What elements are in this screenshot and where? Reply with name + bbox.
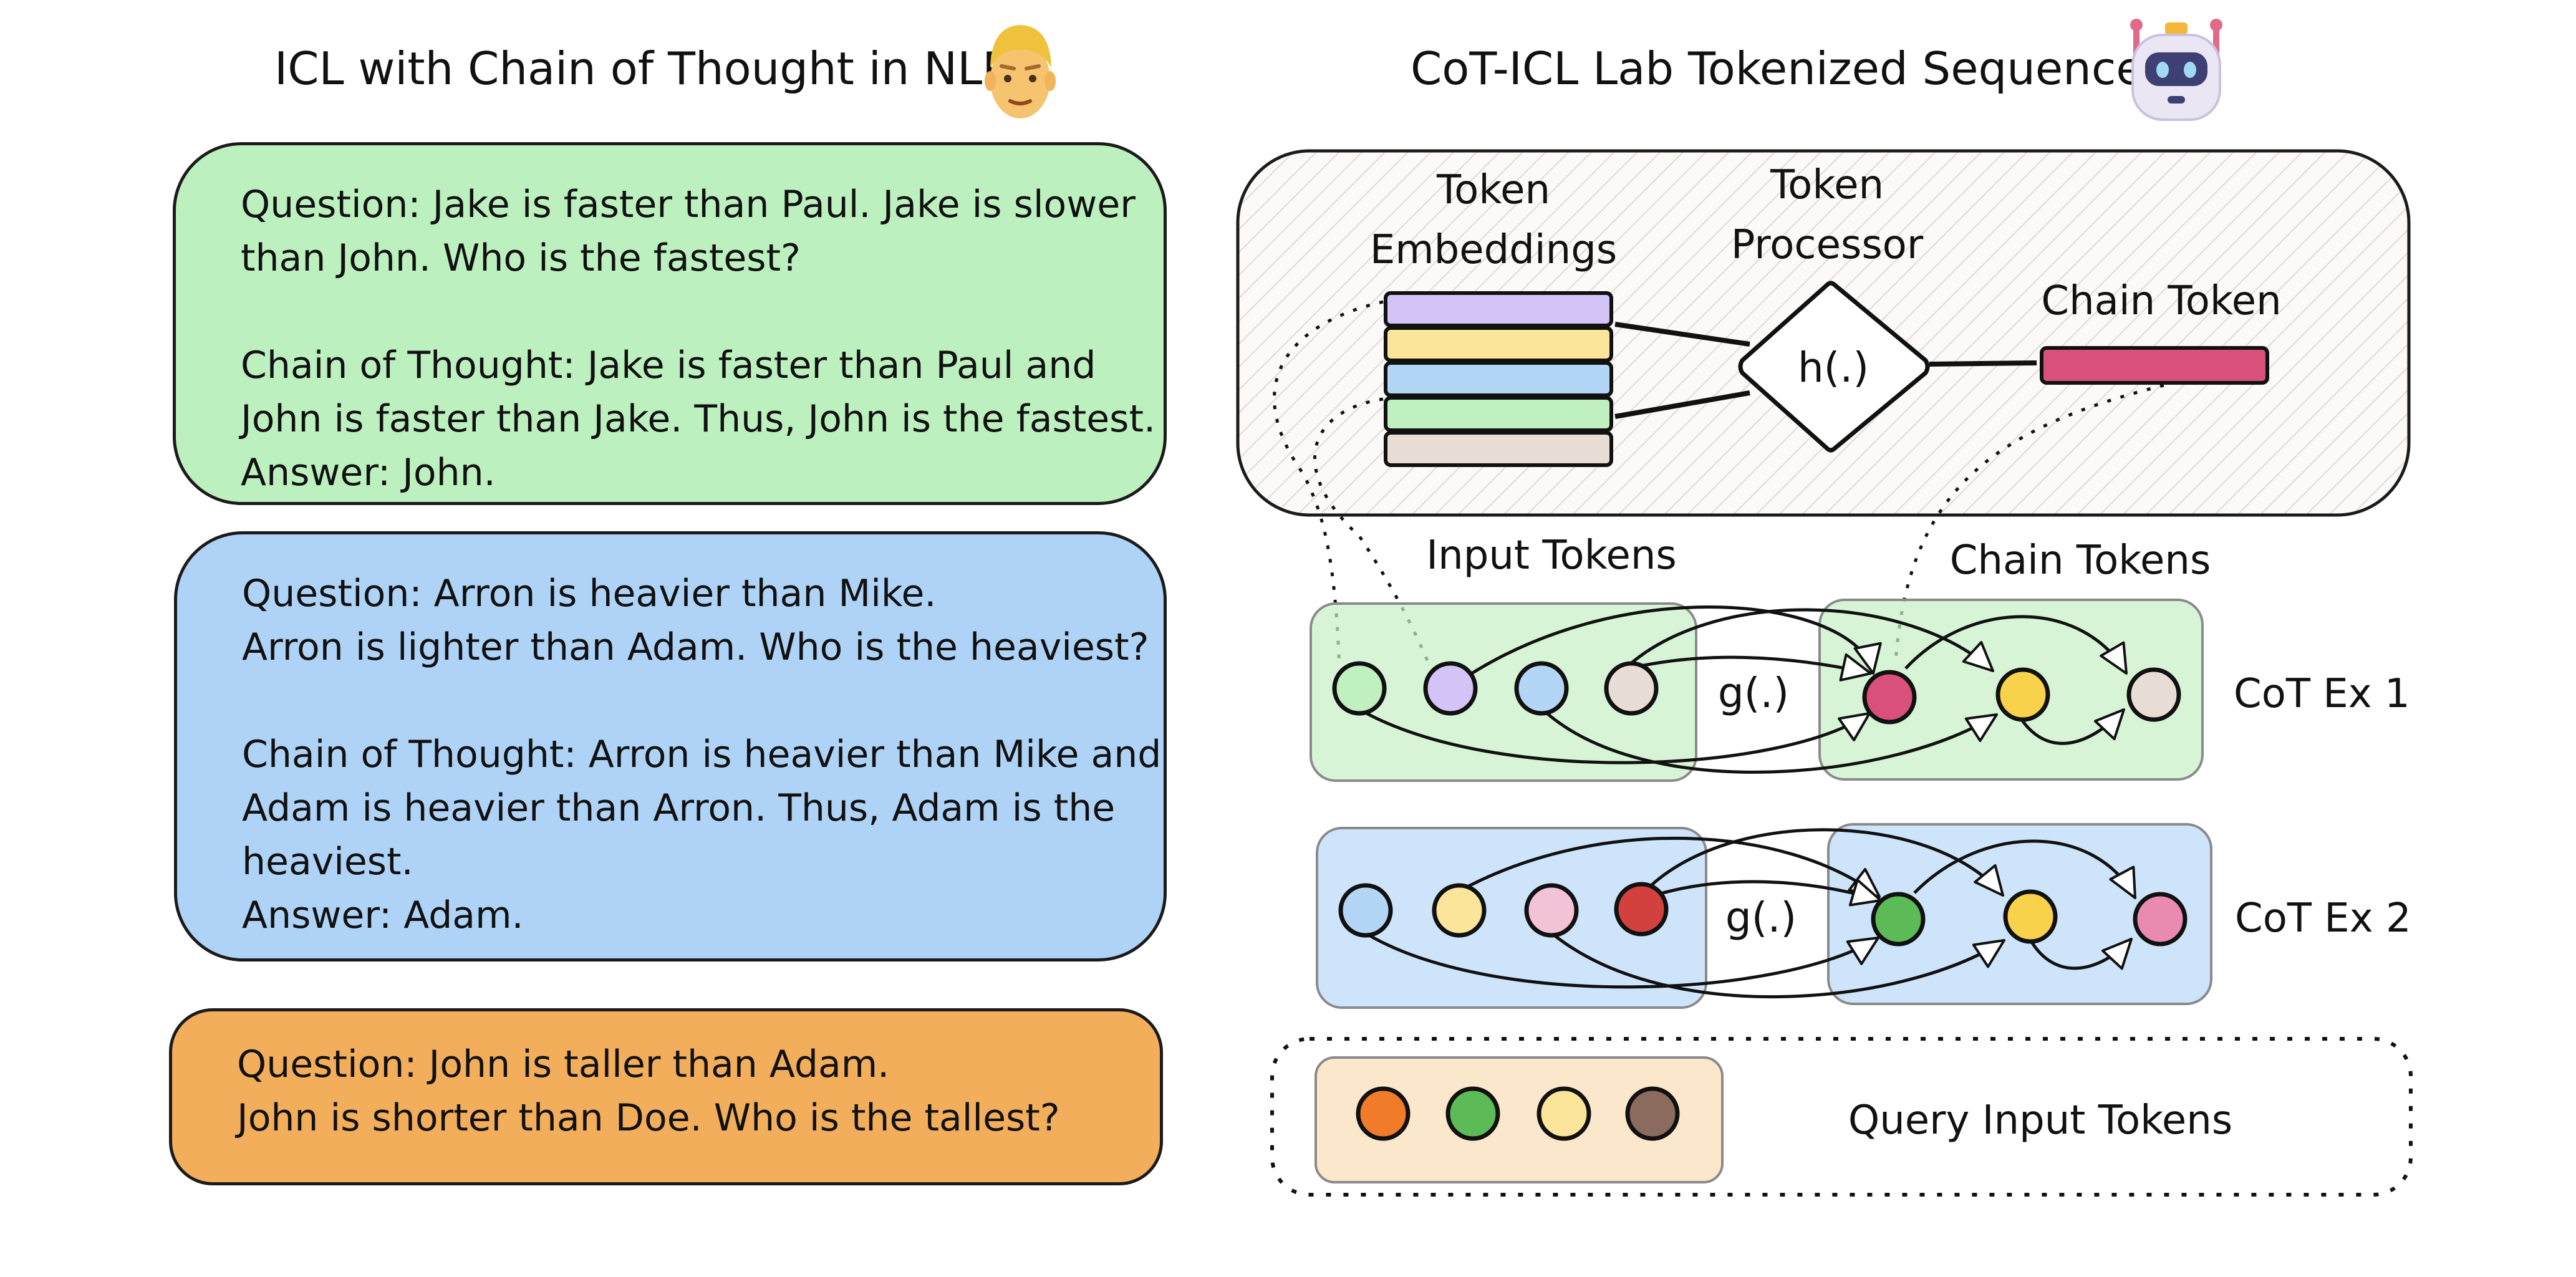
ex1-chain-token-beige xyxy=(2126,667,2181,722)
processor-function-label: h(.) xyxy=(1798,344,1869,392)
ex2-edge xyxy=(1366,932,1879,989)
example2-cot-line3: heaviest. xyxy=(242,840,413,884)
ex2-token-blue xyxy=(1338,883,1393,938)
ex1-token-purple xyxy=(1423,661,1478,716)
ex2-edge xyxy=(1646,879,1883,907)
embedding-bar-beige xyxy=(1384,431,1613,467)
cot-ex1-label: CoT Ex 1 xyxy=(2234,671,2410,717)
ex1-edge xyxy=(1361,709,1871,764)
query-question-line1: Question: John is taller than Adam. xyxy=(237,1043,890,1086)
left-panel-title: ICL with Chain of Thought in NLP xyxy=(274,42,1010,95)
embedding-to-processor-arrow-bottom xyxy=(1614,390,1750,419)
example1-question-line2: than John. Who is the fastest? xyxy=(241,236,801,280)
example2-question-line1: Question: Arron is heavier than Mike. xyxy=(242,572,937,615)
robot-icon xyxy=(2130,19,2222,121)
ex1-edge xyxy=(1620,608,1994,673)
ex2-chain-token-green xyxy=(1871,892,1926,947)
example1-cot-line2: John is faster than Jake. Thus, John is … xyxy=(241,397,1156,441)
cot-ex2-label: CoT Ex 2 xyxy=(2235,895,2411,942)
cot-example-1: g(.) CoT Ex 1 xyxy=(1310,599,2410,782)
ex2-token-yellow xyxy=(1432,883,1487,938)
example1-card: Question: Jake is faster than Paul. Jake… xyxy=(173,142,1167,505)
ex1-edge xyxy=(1634,653,1872,682)
input-tokens-label: Input Tokens xyxy=(1426,532,1677,579)
processor-to-chain-token-arrow xyxy=(1929,360,2037,367)
ex1-edge xyxy=(2014,708,2125,745)
query-token-green xyxy=(1445,1086,1500,1141)
query-card: Question: John is taller than Adam. John… xyxy=(169,1008,1163,1185)
query-token-orange xyxy=(1356,1086,1411,1141)
ex1-token-blue xyxy=(1514,661,1569,716)
ex2-edge xyxy=(1913,839,2137,899)
query-token-yellow xyxy=(1536,1086,1591,1141)
example1-answer: Answer: John. xyxy=(241,451,496,494)
cot-example-2: g(.) CoT Ex 2 xyxy=(1316,823,2411,1009)
query-input-tokens-label: Query Input Tokens xyxy=(1848,1097,2232,1144)
ex2-chain-token-pink xyxy=(2133,892,2188,947)
query-tokens-box xyxy=(1315,1056,1724,1183)
ex1-g-function-label: g(.) xyxy=(1718,669,1789,717)
embedding-bar-green xyxy=(1384,396,1613,432)
example1-question-line1: Question: Jake is faster than Paul. Jake… xyxy=(241,183,1136,226)
dotted-connector-chain xyxy=(1894,383,2164,662)
query-token-brown xyxy=(1625,1086,1680,1141)
token-embeddings-label-line1: Token xyxy=(1436,167,1550,213)
ex2-g-function-label: g(.) xyxy=(1725,894,1797,942)
chain-token-label: Chain Token xyxy=(2041,278,2281,324)
query-input-section: Query Input Tokens xyxy=(1270,1037,2413,1197)
chain-token-bar xyxy=(2040,346,2269,385)
token-processor-label-line1: Token xyxy=(1770,162,1884,208)
ex2-token-red xyxy=(1614,882,1669,937)
processor-diamond xyxy=(1738,281,1930,453)
man-face-emoji-icon xyxy=(985,25,1056,118)
example2-cot-line2: Adam is heavier than Arron. Thus, Adam i… xyxy=(242,786,1116,830)
ex1-edge xyxy=(1452,605,1882,688)
ex1-token-beige xyxy=(1604,661,1659,716)
token-embedding-stack xyxy=(1384,291,1613,467)
example2-cot-line1: Chain of Thought: Arron is heavier than … xyxy=(242,733,1162,776)
ex2-edge xyxy=(1551,933,2005,999)
example2-question-line2: Arron is lighter than Adam. Who is the h… xyxy=(242,625,1149,669)
ex1-edge xyxy=(1541,708,1999,774)
ex1-input-tokens-box xyxy=(1310,602,1697,782)
dotted-connector-inner xyxy=(1313,397,1430,663)
ex1-chain-token-pink xyxy=(1862,670,1917,725)
ex2-edge xyxy=(2025,932,2133,970)
ex2-edge xyxy=(1459,836,1881,898)
example1-cot-line1: Chain of Thought: Jake is faster than Pa… xyxy=(241,344,1096,387)
token-embeddings-label-line2: Embeddings xyxy=(1370,227,1617,273)
example2-answer: Answer: Adam. xyxy=(242,894,524,937)
ex1-token-green xyxy=(1332,661,1387,716)
ex2-token-pink xyxy=(1524,883,1579,938)
embedding-bar-purple xyxy=(1384,291,1613,327)
example2-card: Question: Arron is heavier than Mike. Ar… xyxy=(174,531,1167,961)
ex2-chain-token-yellow xyxy=(2003,889,2058,944)
ex2-edge xyxy=(1638,828,2004,899)
query-question-line2: John is shorter than Doe. Who is the tal… xyxy=(237,1096,1060,1140)
ex1-chain-token-yellow xyxy=(1995,667,2050,722)
embedding-bar-yellow xyxy=(1384,326,1613,362)
ex1-edge xyxy=(1904,615,2128,675)
embedding-bar-blue xyxy=(1384,361,1613,397)
chain-tokens-label: Chain Tokens xyxy=(1950,537,2211,584)
token-processor-label-line2: Processor xyxy=(1731,222,1924,268)
right-panel-title: CoT-ICL Lab Tokenized Sequences xyxy=(1411,42,2168,95)
embedding-to-processor-arrow-top xyxy=(1614,322,1750,347)
ex2-input-tokens-box xyxy=(1316,827,1707,1009)
